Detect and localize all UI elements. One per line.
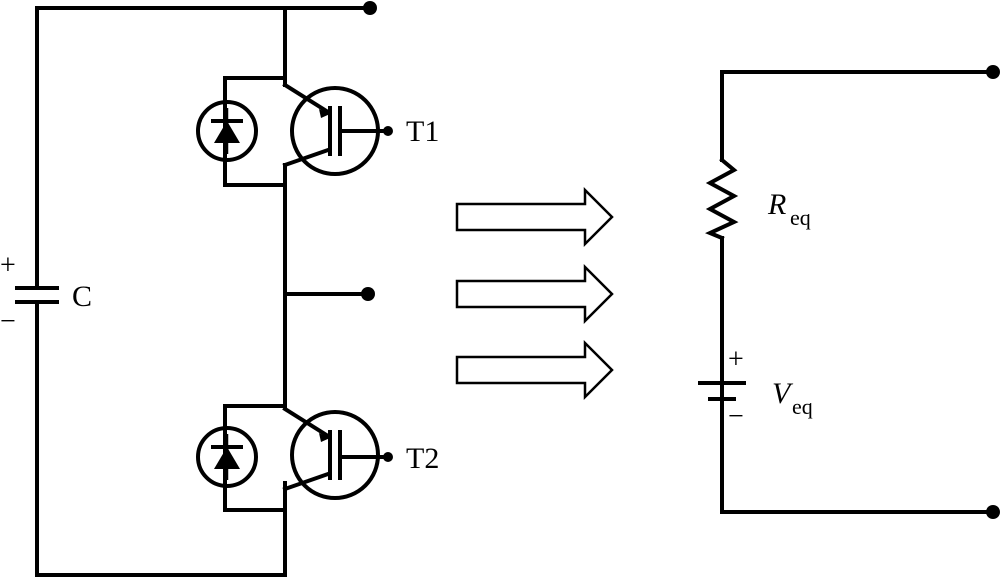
equivalent-circuit: R eq + − V eq xyxy=(698,65,1000,519)
t2-label: T2 xyxy=(406,442,439,475)
lower-switch-t2: T2 xyxy=(196,404,439,512)
half-bridge-circuit: + − C T1 xyxy=(0,1,439,577)
voltage-label: V xyxy=(772,377,794,410)
capacitor-c: + − C xyxy=(0,250,92,337)
resistor-label-subscript: eq xyxy=(790,205,811,230)
upper-igbt-icon xyxy=(282,82,393,176)
source-plus-sign: + xyxy=(728,344,744,375)
t2-gate-terminal xyxy=(383,452,393,462)
lower-igbt-icon xyxy=(282,406,393,500)
equivalent-bottom-terminal-dot xyxy=(986,505,1000,519)
capacitor-minus-sign: − xyxy=(0,306,16,337)
voltage-label-subscript: eq xyxy=(792,394,813,419)
t1-label: T1 xyxy=(406,115,439,148)
capacitor-label: C xyxy=(72,280,92,313)
resistor-label: R xyxy=(767,188,786,221)
capacitor-plus-sign: + xyxy=(0,250,16,281)
lower-diode-icon xyxy=(196,426,258,488)
transformation-arrow-icon xyxy=(455,339,614,401)
source-minus-sign: − xyxy=(728,401,744,432)
voltage-source-icon xyxy=(698,381,746,401)
top-terminal-dot xyxy=(363,1,377,15)
equivalent-top-terminal-dot xyxy=(986,65,1000,79)
upper-switch-t1: T1 xyxy=(196,76,439,187)
circuit-wires xyxy=(35,6,372,577)
midpoint-terminal-dot xyxy=(361,287,375,301)
t1-gate-terminal xyxy=(383,126,393,136)
transformation-arrow-icon xyxy=(455,263,614,325)
resistor-icon xyxy=(705,157,739,241)
upper-diode-icon xyxy=(196,100,258,162)
transformation-arrows xyxy=(455,186,614,401)
transformation-arrow-icon xyxy=(455,186,614,248)
